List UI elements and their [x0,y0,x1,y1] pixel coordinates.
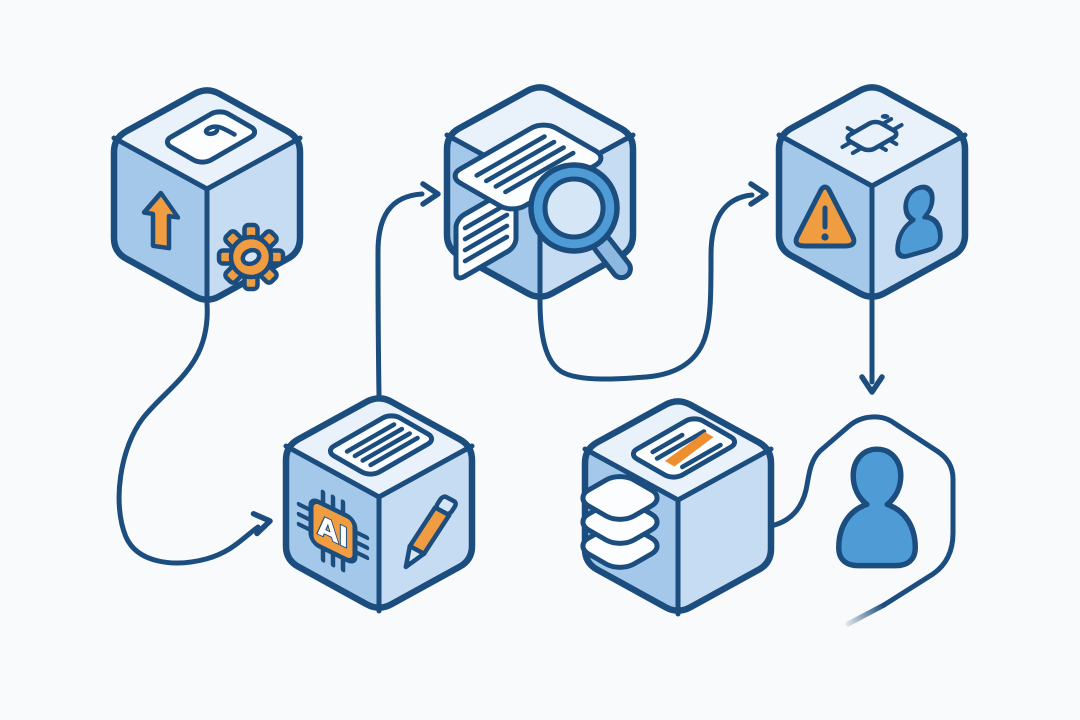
data-cube-node [575,398,774,617]
document-lines-icon [325,413,436,477]
highlight-wedge [664,432,714,467]
document-sheet-icon [448,121,608,281]
review-cube-node [776,84,968,303]
search-cube-node [447,84,634,303]
connector-fading-tail [845,602,887,627]
magnifier-icon [528,162,633,281]
arrow-head-icon [859,374,885,395]
cube-inner-edges [283,443,475,614]
ai-cube-node: AI [283,395,475,614]
gear-icon [216,222,286,292]
arrow-head-icon [250,511,273,537]
upload-arrow-icon [141,190,181,251]
highlighted-document-icon [628,416,739,480]
ingest-cube-node [111,87,303,306]
arrow-head-icon [748,181,769,207]
cube-inner-edges [111,135,303,306]
connectors [116,181,956,627]
cube-inner-edges [582,446,774,617]
magnifier-lens [542,176,606,240]
arrow-head-icon [420,181,441,207]
connector-ai-to-search [375,191,425,398]
connector-data-to-user [768,414,956,608]
user-silhouette-icon [839,449,916,565]
ai-chip-icon: AI [296,489,370,573]
pencil-icon [399,495,458,570]
user-node [839,449,916,565]
gear-hole [240,247,262,267]
layers-stack-icon [575,472,665,572]
warning-triangle-icon [793,184,857,249]
document-curl-icon [162,109,259,165]
connector-ingest-to-ai [116,300,261,566]
circuit-chip-icon [829,114,918,161]
cube-inner-edges [776,132,968,303]
connector-search-to-review [537,192,755,382]
